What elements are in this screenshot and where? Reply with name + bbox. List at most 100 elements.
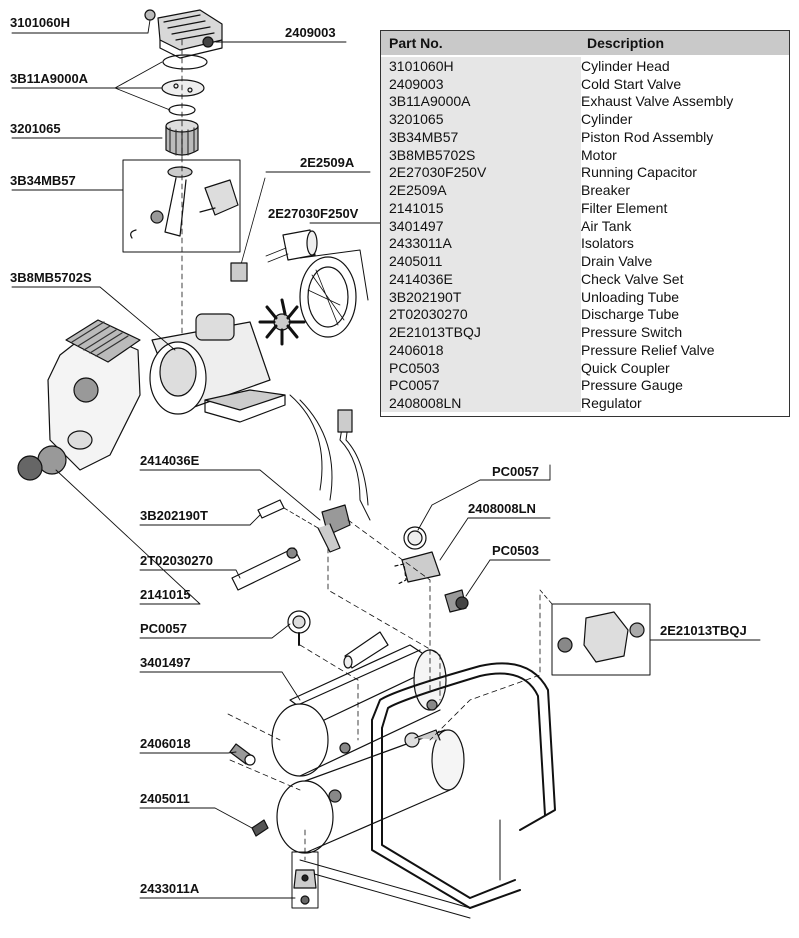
part-number-cell: 3B8MB5702S xyxy=(381,145,501,164)
table-row: 3B8MB5702S Motor xyxy=(381,145,789,164)
callout-3B8MB5702S: 3B8MB5702S xyxy=(10,270,92,285)
callout-2408008LN: 2408008LN xyxy=(468,501,536,516)
callout-PC0057-gauge: PC0057 xyxy=(492,464,539,479)
part-number-cell: 3B11A9000A xyxy=(381,92,501,111)
description-cell: Regulator xyxy=(581,395,642,412)
row-shade xyxy=(501,234,581,253)
callout-2433011A: 2433011A xyxy=(140,881,200,896)
callout-2E2509A: 2E2509A xyxy=(300,155,355,170)
part-number-cell: 2T02030270 xyxy=(381,305,501,324)
description-cell: Breaker xyxy=(581,182,631,199)
part-number-cell: 3201065 xyxy=(381,110,501,128)
part-number-cell: 2433011A xyxy=(381,234,501,253)
crankcase-part xyxy=(17,319,141,481)
description-cell: Exhaust Valve Assembly xyxy=(581,93,734,110)
callout-3B34MB57: 3B34MB57 xyxy=(10,173,76,188)
part-number-cell: 3B202190T xyxy=(381,287,501,306)
callout-2405011: 2405011 xyxy=(140,791,190,806)
part-number-cell: 3101060H xyxy=(381,57,501,75)
row-shade xyxy=(501,181,581,199)
part-number-cell: 2409003 xyxy=(381,74,501,93)
description-cell: Air Tank xyxy=(581,217,632,234)
part-number-cell: 2E27030F250V xyxy=(381,163,501,182)
row-shade xyxy=(501,128,581,146)
table-row: 2433011A Isolators xyxy=(381,234,789,253)
air-tank-part xyxy=(271,644,465,854)
regulator-assembly-part xyxy=(394,526,469,613)
part-number-cell: PC0503 xyxy=(381,358,501,377)
callout-3B202190T: 3B202190T xyxy=(140,508,208,523)
callout-3B11A9000A: 3B11A9000A xyxy=(10,71,89,86)
part-number-cell: 3401497 xyxy=(381,216,501,235)
header-part-no: Part No. xyxy=(389,35,443,51)
table-row: 2406018 Pressure Relief Valve xyxy=(381,341,789,359)
description-cell: Running Capacitor xyxy=(581,164,697,181)
row-shade xyxy=(501,323,581,341)
part-number-cell: PC0057 xyxy=(381,376,501,395)
row-shade xyxy=(501,145,581,164)
callout-PC0503: PC0503 xyxy=(492,543,539,558)
description-cell: Filter Element xyxy=(581,199,668,216)
pressure-switch-part xyxy=(539,589,651,676)
description-cell: Piston Rod Assembly xyxy=(581,128,714,145)
row-shade xyxy=(501,358,581,377)
row-shade xyxy=(501,199,581,217)
row-shade xyxy=(501,305,581,324)
table-row: 2T02030270 Discharge Tube xyxy=(381,305,789,324)
callout-3401497: 3401497 xyxy=(140,655,191,670)
row-shade xyxy=(501,376,581,395)
description-cell: Quick Coupler xyxy=(581,359,670,376)
description-cell: Pressure Relief Valve xyxy=(581,341,715,358)
part-number-cell: 3B34MB57 xyxy=(381,128,501,146)
row-shade xyxy=(501,341,581,359)
table-row: 2E2509A Breaker xyxy=(381,181,789,199)
motor-part xyxy=(149,313,286,423)
description-cell: Isolators xyxy=(581,235,634,252)
row-shade xyxy=(501,92,581,111)
row-shade xyxy=(501,163,581,182)
description-cell: Discharge Tube xyxy=(581,306,680,323)
callout-2E21013TBQJ: 2E21013TBQJ xyxy=(660,623,747,638)
row-shade xyxy=(501,216,581,235)
description-cell: Pressure Switch xyxy=(581,324,683,341)
callout-2414036E: 2414036E xyxy=(140,453,200,468)
piston-rod-assembly-part xyxy=(122,159,241,253)
part-number-cell: 2406018 xyxy=(381,341,501,359)
table-row: 3401497 Air Tank xyxy=(381,216,789,235)
breaker-and-capacitor-part xyxy=(230,177,318,282)
callout-2T02030270: 2T02030270 xyxy=(140,553,214,568)
part-number-cell: 2E2509A xyxy=(381,181,501,199)
callout-3101060H: 3101060H xyxy=(10,15,70,30)
cylinder-head-part xyxy=(144,9,223,59)
callout-2409003: 2409003 xyxy=(285,25,336,40)
row-shade xyxy=(501,74,581,93)
table-row: 3B11A9000A Exhaust Valve Assembly xyxy=(381,92,789,111)
handle-frame-part xyxy=(299,662,556,919)
description-cell: Check Valve Set xyxy=(581,270,684,287)
part-number-cell: 2141015 xyxy=(381,199,501,217)
description-cell: Drain Valve xyxy=(581,253,653,270)
isolator-part xyxy=(291,851,319,909)
table-row: 2E21013TBQJ Pressure Switch xyxy=(381,323,789,341)
description-cell: Cold Start Valve xyxy=(581,75,682,92)
row-shade xyxy=(501,394,581,412)
row-shade xyxy=(501,287,581,306)
table-row: 2141015 Filter Element xyxy=(381,199,789,217)
part-number-cell: 2E21013TBQJ xyxy=(381,323,501,341)
table-row: 3B34MB57 Piston Rod Assembly xyxy=(381,128,789,146)
assembly-guide-lines xyxy=(227,519,541,861)
callout-PC0057-tank: PC0057 xyxy=(140,621,187,636)
callout-2E27030F250V: 2E27030F250V xyxy=(268,206,359,221)
fan-cover-and-fan-part xyxy=(258,249,369,346)
table-row: 2409003 Cold Start Valve xyxy=(381,74,789,93)
description-cell: Motor xyxy=(581,146,617,163)
row-shade xyxy=(501,110,581,128)
